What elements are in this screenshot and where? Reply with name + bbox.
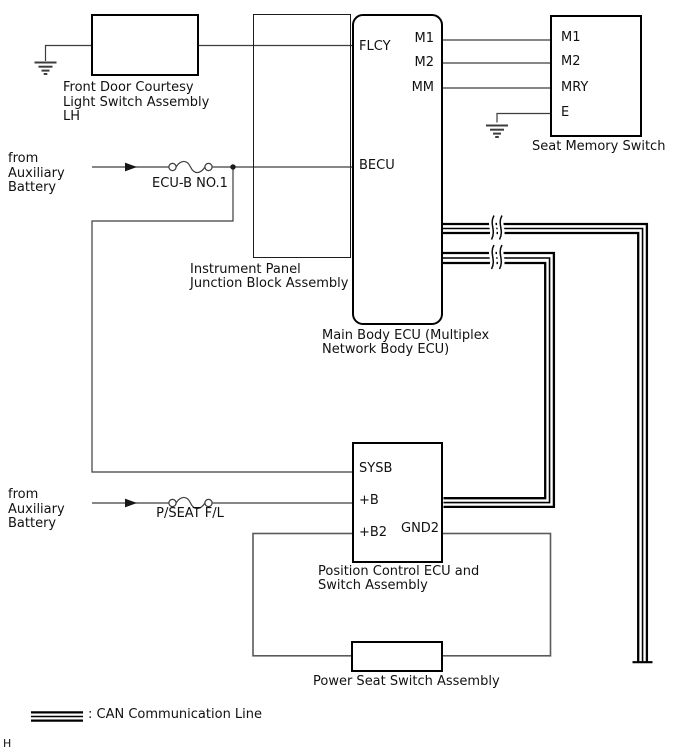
junction-block-box [253,14,351,258]
aux-battery-label-1: from Auxiliary Battery [8,151,65,195]
ground-icon [34,61,57,75]
pin-plus-b2: +B2 [359,525,388,540]
pin-sms-m2: M2 [561,54,581,69]
can-line-symbol [31,711,83,722]
main-body-ecu-box [351,14,443,325]
position-control-ecu-label: Position Control ECU and Switch Assembly [318,563,480,593]
pin-plus-b: +B [359,493,379,508]
pin-ecu-mm: MM [411,79,434,95]
can-bus-line [442,251,556,509]
arrow-right-icon [125,498,137,508]
can-legend-label: : CAN Communication Line [88,707,263,722]
pin-ecu-m2: M2 [414,54,435,70]
arrow-right-icon [125,162,137,172]
pin-sms-e: E [561,105,570,120]
power-seat-switch-label: Power Seat Switch Assembly [313,674,500,689]
seat-memory-switch-label: Seat Memory Switch [532,138,666,154]
power-seat-switch-box [351,641,443,672]
fuse-label-ecu-b: ECU-B NO.1 [152,176,228,191]
junction-block-label: Instrument Panel Junction Block Assembly [190,261,349,291]
aux-battery-label-2: from Auxiliary Battery [8,487,65,531]
courtesy-switch-label: Front Door Courtesy Light Switch Assembl… [63,80,210,124]
pin-sms-mry: MRY [561,79,589,95]
line-break-icon [488,213,505,242]
junction-dot [230,164,236,170]
line-break-icon [488,243,505,271]
seat-memory-switch-box [550,15,642,137]
fuse-icon [168,160,213,174]
courtesy-light-switch-box [91,14,199,76]
ground-icon [486,124,508,138]
fuse-icon [168,496,213,510]
can-bus-line [442,222,653,664]
position-control-ecu-box [352,441,443,563]
pin-flcy: FLCY [359,38,391,54]
pin-sms-m1: M1 [561,30,581,45]
pin-ecu-m1: M1 [414,30,435,46]
main-body-ecu-label: Main Body ECU (Multiplex Network Body EC… [322,327,490,357]
fuse-label-pseat: P/SEAT F/L [156,506,224,521]
pin-gnd2: GND2 [401,520,440,536]
page-marker: H [3,737,12,750]
pin-sysb: SYSB [359,461,393,476]
pin-becu: BECU [359,157,395,173]
